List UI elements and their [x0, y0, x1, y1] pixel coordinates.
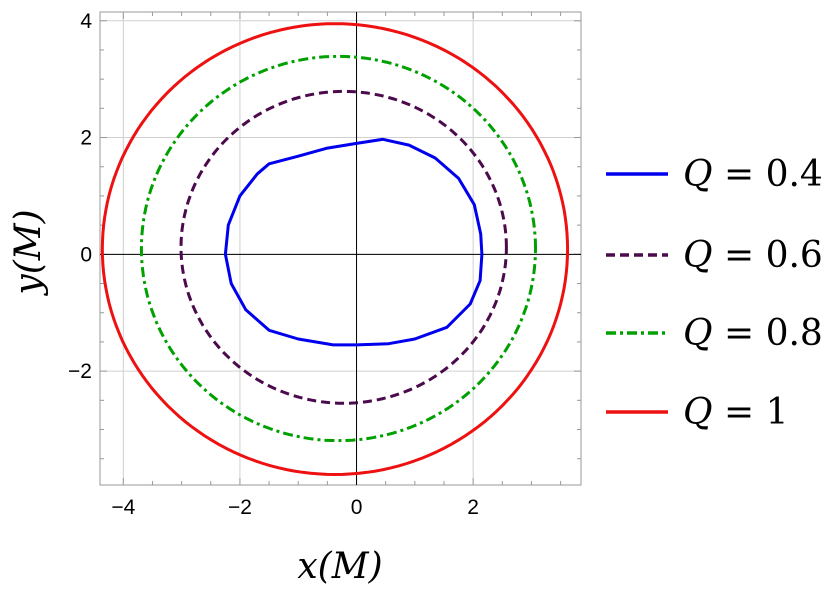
axes [100, 12, 581, 485]
legend-value: = 0.6 [713, 235, 823, 276]
x-tick-label: −2 [228, 496, 252, 519]
grid [100, 12, 581, 485]
x-tick-label: 2 [467, 496, 479, 519]
legend-variable: Q [683, 313, 713, 354]
legend-label-1: Q = 0.4 [683, 154, 823, 195]
legend-label-2: Q = 0.6 [683, 235, 823, 276]
x-axis-title: x(M) [297, 546, 382, 587]
y-tick-label: 0 [80, 243, 92, 266]
series-curve-1 [223, 137, 484, 347]
legend-value: = 1 [713, 392, 789, 433]
series-curve-3 [139, 54, 537, 443]
series-curve-4 [100, 22, 570, 476]
tick-labels: −4 −2 0 2 −2 0 2 4 [68, 10, 479, 519]
series-curve-2 [179, 89, 508, 405]
legend-value: = 0.4 [713, 154, 823, 195]
y-tick-label: 2 [80, 127, 92, 150]
x-tick-label: 0 [351, 496, 363, 519]
y-axis-title: y(M) [8, 209, 49, 296]
series-layer [100, 22, 570, 476]
y-tick-label: −2 [68, 360, 92, 383]
legend: Q = 0.4Q = 0.6Q = 0.8Q = 1 [606, 154, 823, 433]
minor-ticks [100, 12, 581, 485]
legend-variable: Q [683, 392, 713, 433]
x-tick-label: −4 [111, 496, 135, 519]
y-tick-label: 4 [80, 10, 92, 33]
plot-frame [99, 11, 582, 486]
legend-variable: Q [683, 154, 713, 195]
legend-label-3: Q = 0.8 [683, 313, 823, 354]
legend-value: = 0.8 [713, 313, 823, 354]
legend-label-4: Q = 1 [683, 392, 788, 433]
legend-variable: Q [683, 235, 713, 276]
